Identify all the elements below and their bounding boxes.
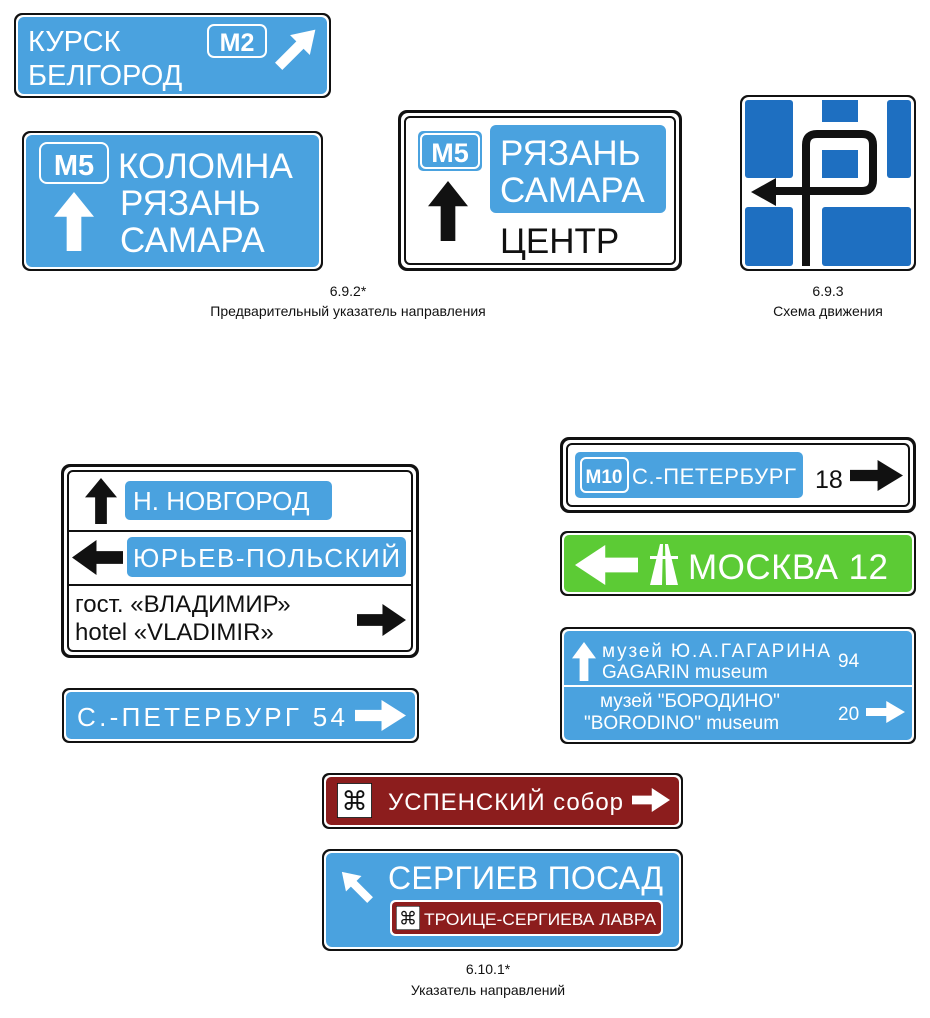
landmark-text: ТРОИЦЕ-СЕРГИЕВА ЛАВРА — [424, 910, 657, 929]
destination-text: БЕЛГОРОД — [28, 60, 183, 92]
destination-text: СЕРГИЕВ ПОСАД — [388, 860, 663, 896]
caption-code: 6.10.1* — [466, 961, 511, 977]
hotel-text: гост. «ВЛАДИМИР» — [75, 591, 291, 618]
destination-text: С.-ПЕТЕРБУРГ — [632, 464, 796, 489]
destination-text: "BORODINO" museum — [584, 713, 779, 734]
destination-text: РЯЗАНЬ — [120, 184, 261, 223]
caption-code: 6.9.3 — [812, 283, 843, 299]
sign-kolomna: M5 КОЛОМНА РЯЗАНЬ САМАРА — [22, 131, 323, 271]
sign-kursk: КУРСК БЕЛГОРОД M2 — [14, 13, 331, 98]
caption-code: 6.9.2* — [330, 283, 367, 299]
route-number: M5 — [54, 150, 94, 182]
landmark-icon — [337, 783, 372, 818]
destination-text: музей Ю.А.ГАГАРИНА — [602, 641, 830, 662]
sign-ryazan: M5 РЯЗАНЬ САМАРА ЦЕНТР — [398, 110, 682, 271]
distance-text: 20 — [838, 704, 859, 725]
arrow-left-icon — [751, 178, 776, 206]
route-number: M10 — [586, 467, 623, 488]
landmark-icon — [396, 906, 420, 930]
destination-text: ЦЕНТР — [500, 222, 619, 261]
destination-text: РЯЗАНЬ — [500, 134, 641, 173]
sign-peterburg-54: С.-ПЕТЕРБУРГ 54 — [62, 688, 419, 743]
route-line — [772, 130, 877, 266]
sign-traffic-scheme — [740, 95, 916, 271]
sign-novgorod: Н. НОВГОРОД ЮРЬЕВ-ПОЛЬСКИЙ гост. «ВЛАДИМ… — [61, 464, 419, 658]
destination-text: КУРСК — [28, 26, 121, 58]
distance-text: 94 — [838, 651, 860, 672]
sign-moskva: МОСКВА 12 — [560, 531, 916, 596]
route-number: M2 — [220, 29, 255, 57]
caption-title: Предварительный указатель направления — [210, 303, 485, 319]
destination-text: С.-ПЕТЕРБУРГ 54 — [77, 702, 345, 732]
sign-museums: музей Ю.А.ГАГАРИНА GAGARIN museum 94 муз… — [560, 627, 916, 744]
caption-title: Схема движения — [773, 303, 883, 319]
sign-sergiev-posad: СЕРГИЕВ ПОСАД ТРОИЦЕ-СЕРГИЕВА ЛАВРА — [322, 849, 683, 951]
destination-text: музей "БОРОДИНО" — [600, 691, 780, 712]
caption-title: Указатель направлений — [411, 982, 565, 998]
destination-text: ЮРЬЕВ-ПОЛЬСКИЙ — [133, 543, 400, 573]
route-number: M5 — [431, 138, 469, 168]
destination-text: КОЛОМНА — [118, 147, 293, 186]
sign-m10: M10 С.-ПЕТЕРБУРГ 18 — [560, 437, 916, 513]
destination-text: GAGARIN museum — [602, 662, 768, 683]
destination-text: САМАРА — [120, 221, 265, 260]
destination-text: Н. НОВГОРОД — [133, 486, 310, 516]
distance-text: 18 — [815, 466, 843, 494]
destination-text: САМАРА — [500, 171, 645, 210]
hotel-text: hotel «VLADIMIR» — [75, 619, 274, 646]
sign-uspensky: УСПЕНСКИЙ собор — [322, 773, 683, 829]
destination-text: УСПЕНСКИЙ собор — [388, 788, 623, 816]
motorway-icon — [650, 544, 678, 585]
destination-text: МОСКВА 12 — [688, 548, 888, 587]
